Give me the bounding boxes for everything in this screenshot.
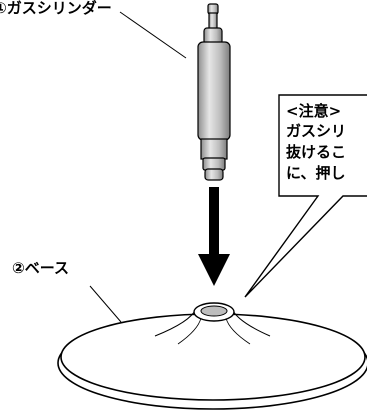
gas-cylinder xyxy=(197,3,231,181)
chair-base xyxy=(57,302,367,410)
base-leader-line xyxy=(89,285,122,323)
note-line-1: <注意> xyxy=(286,102,341,120)
arrow-down-icon xyxy=(198,187,230,286)
gas-cylinder-label: ①ガスシリンダー xyxy=(0,0,112,17)
note-line-3: 抜けるこ xyxy=(286,143,346,161)
note-line-2: ガスシリ xyxy=(286,122,346,140)
gas-cylinder-leader-line xyxy=(119,11,187,59)
base-label: ②ベース xyxy=(12,259,69,277)
note-line-4: に、押し xyxy=(286,164,346,182)
note-callout: <注意> ガスシリ 抜けるこ に、押し xyxy=(244,94,367,298)
